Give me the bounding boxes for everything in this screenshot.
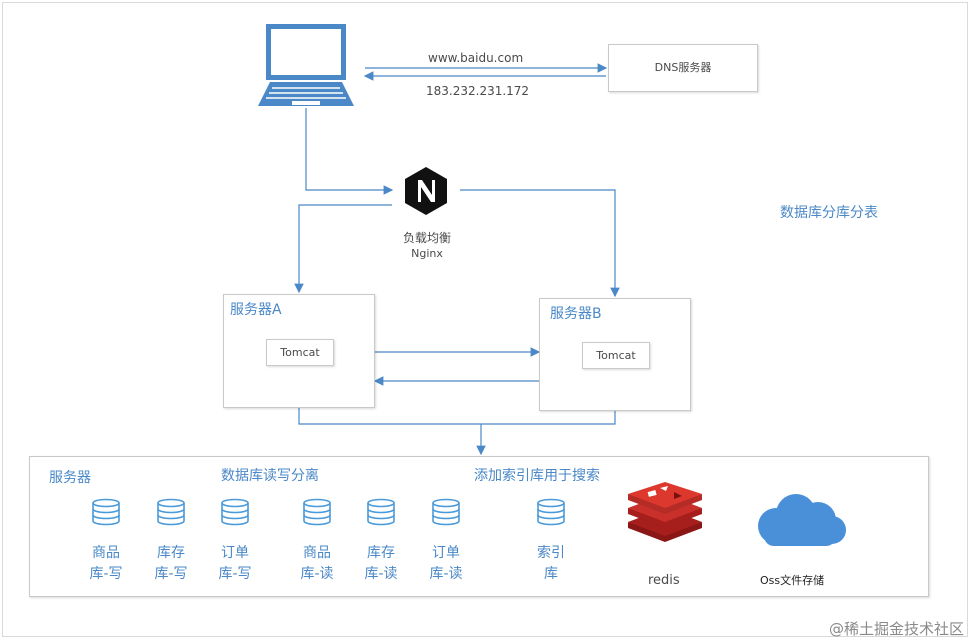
server-a-title: 服务器A [230, 302, 282, 318]
nginx-icon [405, 167, 447, 215]
server-b-tomcat-label: Tomcat [596, 349, 636, 362]
database-icon [303, 498, 331, 526]
database-label-line1: 商品 [92, 545, 120, 561]
arrow-nginx-to-server-b [460, 189, 620, 298]
watermark: @稀土掘金技术社区 [828, 620, 964, 638]
database-label: 索引库 [521, 543, 581, 585]
server-b-title: 服务器B [550, 306, 602, 322]
database-label-line2: 库-写 [89, 566, 123, 582]
server-b-tomcat-box: Tomcat [582, 342, 650, 369]
server-a-tomcat-box: Tomcat [266, 339, 334, 366]
oss-label: Oss文件存储 [760, 574, 825, 587]
database-label-line1: 订单 [221, 545, 249, 561]
database-label-line2: 库 [544, 566, 558, 582]
database-label-line2: 库-写 [218, 566, 252, 582]
database-label-line1: 订单 [432, 545, 460, 561]
server-b-box: 服务器B Tomcat [539, 298, 691, 411]
database-label-line1: 库存 [367, 545, 395, 561]
section-rw-label: 数据库读写分离 [221, 468, 319, 484]
cloud-storage-icon [758, 494, 846, 546]
redis-label: redis [648, 573, 680, 588]
database-icon [92, 498, 120, 526]
section-servers-label: 服务器 [49, 470, 91, 486]
computer-icon [258, 24, 354, 106]
database-label: 商品库-写 [76, 543, 136, 585]
database-icon [367, 498, 395, 526]
request-domain-label: www.baidu.com [428, 51, 524, 65]
database-label-line2: 库-读 [429, 566, 463, 582]
database-label-line1: 索引 [537, 545, 565, 561]
response-ip-label: 183.232.231.172 [426, 84, 530, 98]
database-icon [432, 498, 460, 526]
nginx-label-en: Nginx [411, 247, 443, 260]
arrow-nginx-to-server-a [294, 204, 392, 294]
redis-icon [628, 482, 702, 542]
database-label: 订单库-写 [205, 543, 265, 585]
section-index-label: 添加索引库用于搜索 [474, 468, 600, 484]
database-label-line2: 库-读 [364, 566, 398, 582]
database-label-line1: 商品 [303, 545, 331, 561]
server-a-tomcat-label: Tomcat [280, 346, 320, 359]
arrow-computer-to-nginx [305, 108, 394, 195]
database-label: 订单库-读 [416, 543, 476, 585]
database-label-line2: 库-读 [300, 566, 334, 582]
dns-server-box: DNS服务器 [608, 44, 758, 92]
server-a-box: 服务器A Tomcat [223, 294, 375, 408]
database-label-line2: 库-写 [154, 566, 188, 582]
database-label: 库存库-读 [351, 543, 411, 585]
dns-server-label: DNS服务器 [654, 61, 712, 74]
database-label: 商品库-读 [287, 543, 347, 585]
side-note: 数据库分库分表 [780, 205, 878, 221]
database-icon [157, 498, 185, 526]
nginx-label-cn: 负载均衡 [402, 231, 451, 245]
database-label: 库存库-写 [141, 543, 201, 585]
database-label-line1: 库存 [157, 545, 185, 561]
database-icon [537, 498, 565, 526]
arrow-servers-to-storage [298, 407, 616, 425]
database-icon [221, 498, 249, 526]
